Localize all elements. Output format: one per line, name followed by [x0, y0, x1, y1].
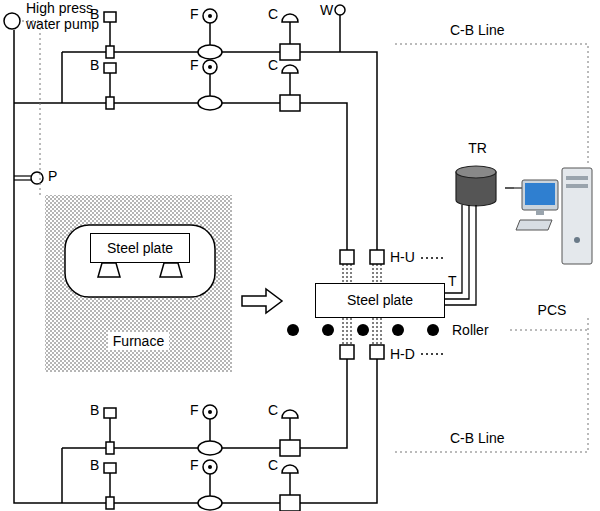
valve-label: B — [90, 402, 99, 418]
pipe — [62, 359, 347, 503]
flowmeter-symbol — [198, 460, 222, 510]
valve-label: C — [268, 57, 278, 73]
header-label: H-U — [390, 249, 415, 265]
roller-row — [287, 324, 439, 336]
gauge-label: P — [48, 168, 57, 184]
valve-symbol — [104, 408, 116, 454]
pump-label: High press water pump — [26, 0, 116, 32]
valve-label: F — [190, 57, 199, 73]
valve-label: C — [268, 402, 278, 418]
valve-label: F — [190, 402, 199, 418]
temperature-recorder-icon — [456, 166, 496, 206]
gauge-symbol — [335, 5, 345, 52]
plate-support — [98, 263, 182, 277]
node-label: TR — [468, 140, 487, 156]
line-label: C-B Line — [450, 22, 504, 38]
furnace-region: Furnace Steel plate — [45, 195, 232, 372]
connector-label: T — [448, 273, 457, 289]
flowmeter-symbol — [198, 405, 222, 455]
pressure-gauge — [14, 172, 43, 184]
connector — [445, 205, 476, 305]
water-pipes — [14, 30, 377, 503]
connector-wire — [505, 187, 514, 188]
roller-label: Roller — [452, 322, 489, 338]
control-signal-lines — [22, 21, 588, 452]
control-valve-symbol — [280, 14, 300, 60]
control-valve-symbol — [280, 65, 300, 111]
pump-symbol — [4, 13, 20, 29]
furnace-chamber — [65, 225, 215, 297]
region-label: Furnace — [108, 332, 169, 350]
valve-label: B — [90, 57, 99, 73]
valve-label: W — [320, 2, 333, 18]
connector-wire — [445, 205, 476, 305]
pipe — [14, 52, 347, 250]
temperature-recorder: TR — [450, 140, 505, 208]
flowmeter-symbol — [198, 9, 222, 59]
connector — [505, 188, 514, 189]
pipe — [14, 30, 377, 503]
valve-symbol — [104, 12, 116, 58]
valve-symbol — [104, 463, 116, 509]
furnace-region — [45, 195, 232, 372]
valve-label: F — [190, 457, 199, 473]
control-valve-symbol — [280, 465, 300, 511]
valve-symbol — [104, 63, 116, 109]
valve-label: F — [190, 6, 199, 22]
connector-wire — [445, 205, 462, 293]
header-label: H-D — [390, 346, 415, 362]
connector-wire — [445, 205, 469, 299]
line-label: C-B Line — [450, 430, 504, 446]
computer-icon — [514, 168, 592, 264]
valve-label: C — [268, 6, 278, 22]
pipe — [62, 52, 377, 250]
flowmeter-symbol — [198, 60, 222, 110]
valve-label: C — [268, 457, 278, 473]
valve-label: B — [90, 457, 99, 473]
node-label: Steel plate — [347, 292, 413, 308]
node-label: PCS — [538, 302, 567, 318]
node-label: Steel plate — [107, 240, 173, 256]
transfer-arrow — [242, 289, 282, 313]
valve-label: B — [90, 6, 99, 22]
steel-plate-box: Steel plate — [315, 283, 445, 318]
process-computer: PCS — [514, 165, 590, 318]
control-valve-symbol — [280, 410, 300, 456]
steel-plate-box: Steel plate — [90, 233, 190, 263]
